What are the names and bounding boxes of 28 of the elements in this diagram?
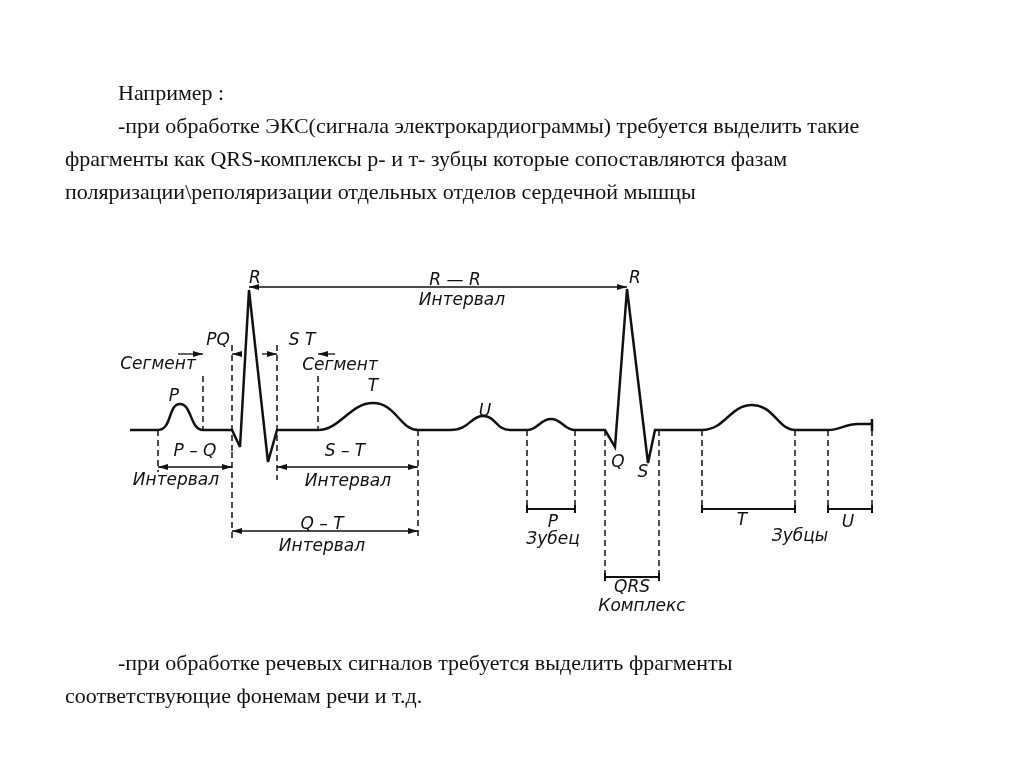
wave-label: T bbox=[736, 510, 748, 529]
wave-label: U bbox=[841, 512, 855, 531]
paragraph: -при обработке ЭКС(сигнала электрокардиограммы) требуется выделить такие фрагменты как QRS-комплексы р- и т- зубцы которые сопоставляются фазам поляризации\реполяризации отдельных отделов сердечной мышцы bbox=[65, 112, 861, 206]
interval-label: S – T bbox=[324, 441, 366, 460]
interval-label: P – Q bbox=[173, 441, 217, 460]
segment-label: Сегмент bbox=[302, 355, 378, 374]
paragraph: -при обработке речевых сигналов требуется выделить фрагменты соответствующие фонемам речи и т.д. bbox=[65, 649, 734, 710]
interval-label: Интервал bbox=[278, 536, 366, 555]
segment-label: Сегмент bbox=[120, 354, 196, 373]
wave-label: Зубец bbox=[526, 529, 580, 548]
complex-label: Комплекс bbox=[598, 596, 686, 615]
wave-label: S bbox=[637, 462, 649, 481]
wave-label: P bbox=[547, 512, 559, 531]
segment-label: PQ bbox=[206, 330, 230, 349]
wave-label: Зубцы bbox=[771, 526, 829, 545]
complex-label: QRS bbox=[614, 577, 650, 596]
interval-label: Интервал bbox=[418, 290, 506, 309]
interval-label: Интервал bbox=[304, 471, 392, 490]
wave-label: P bbox=[168, 386, 180, 405]
wave-label: Q bbox=[611, 452, 625, 471]
heading-text: Например : bbox=[117, 79, 226, 107]
segment-label: S T bbox=[288, 330, 316, 349]
wave-label: T bbox=[367, 376, 379, 395]
wave-label: R bbox=[629, 268, 641, 287]
interval-label: R — R bbox=[429, 270, 481, 289]
interval-label: Интервал bbox=[132, 470, 220, 489]
wave-label: R bbox=[249, 268, 261, 287]
interval-label: Q – T bbox=[300, 514, 344, 533]
